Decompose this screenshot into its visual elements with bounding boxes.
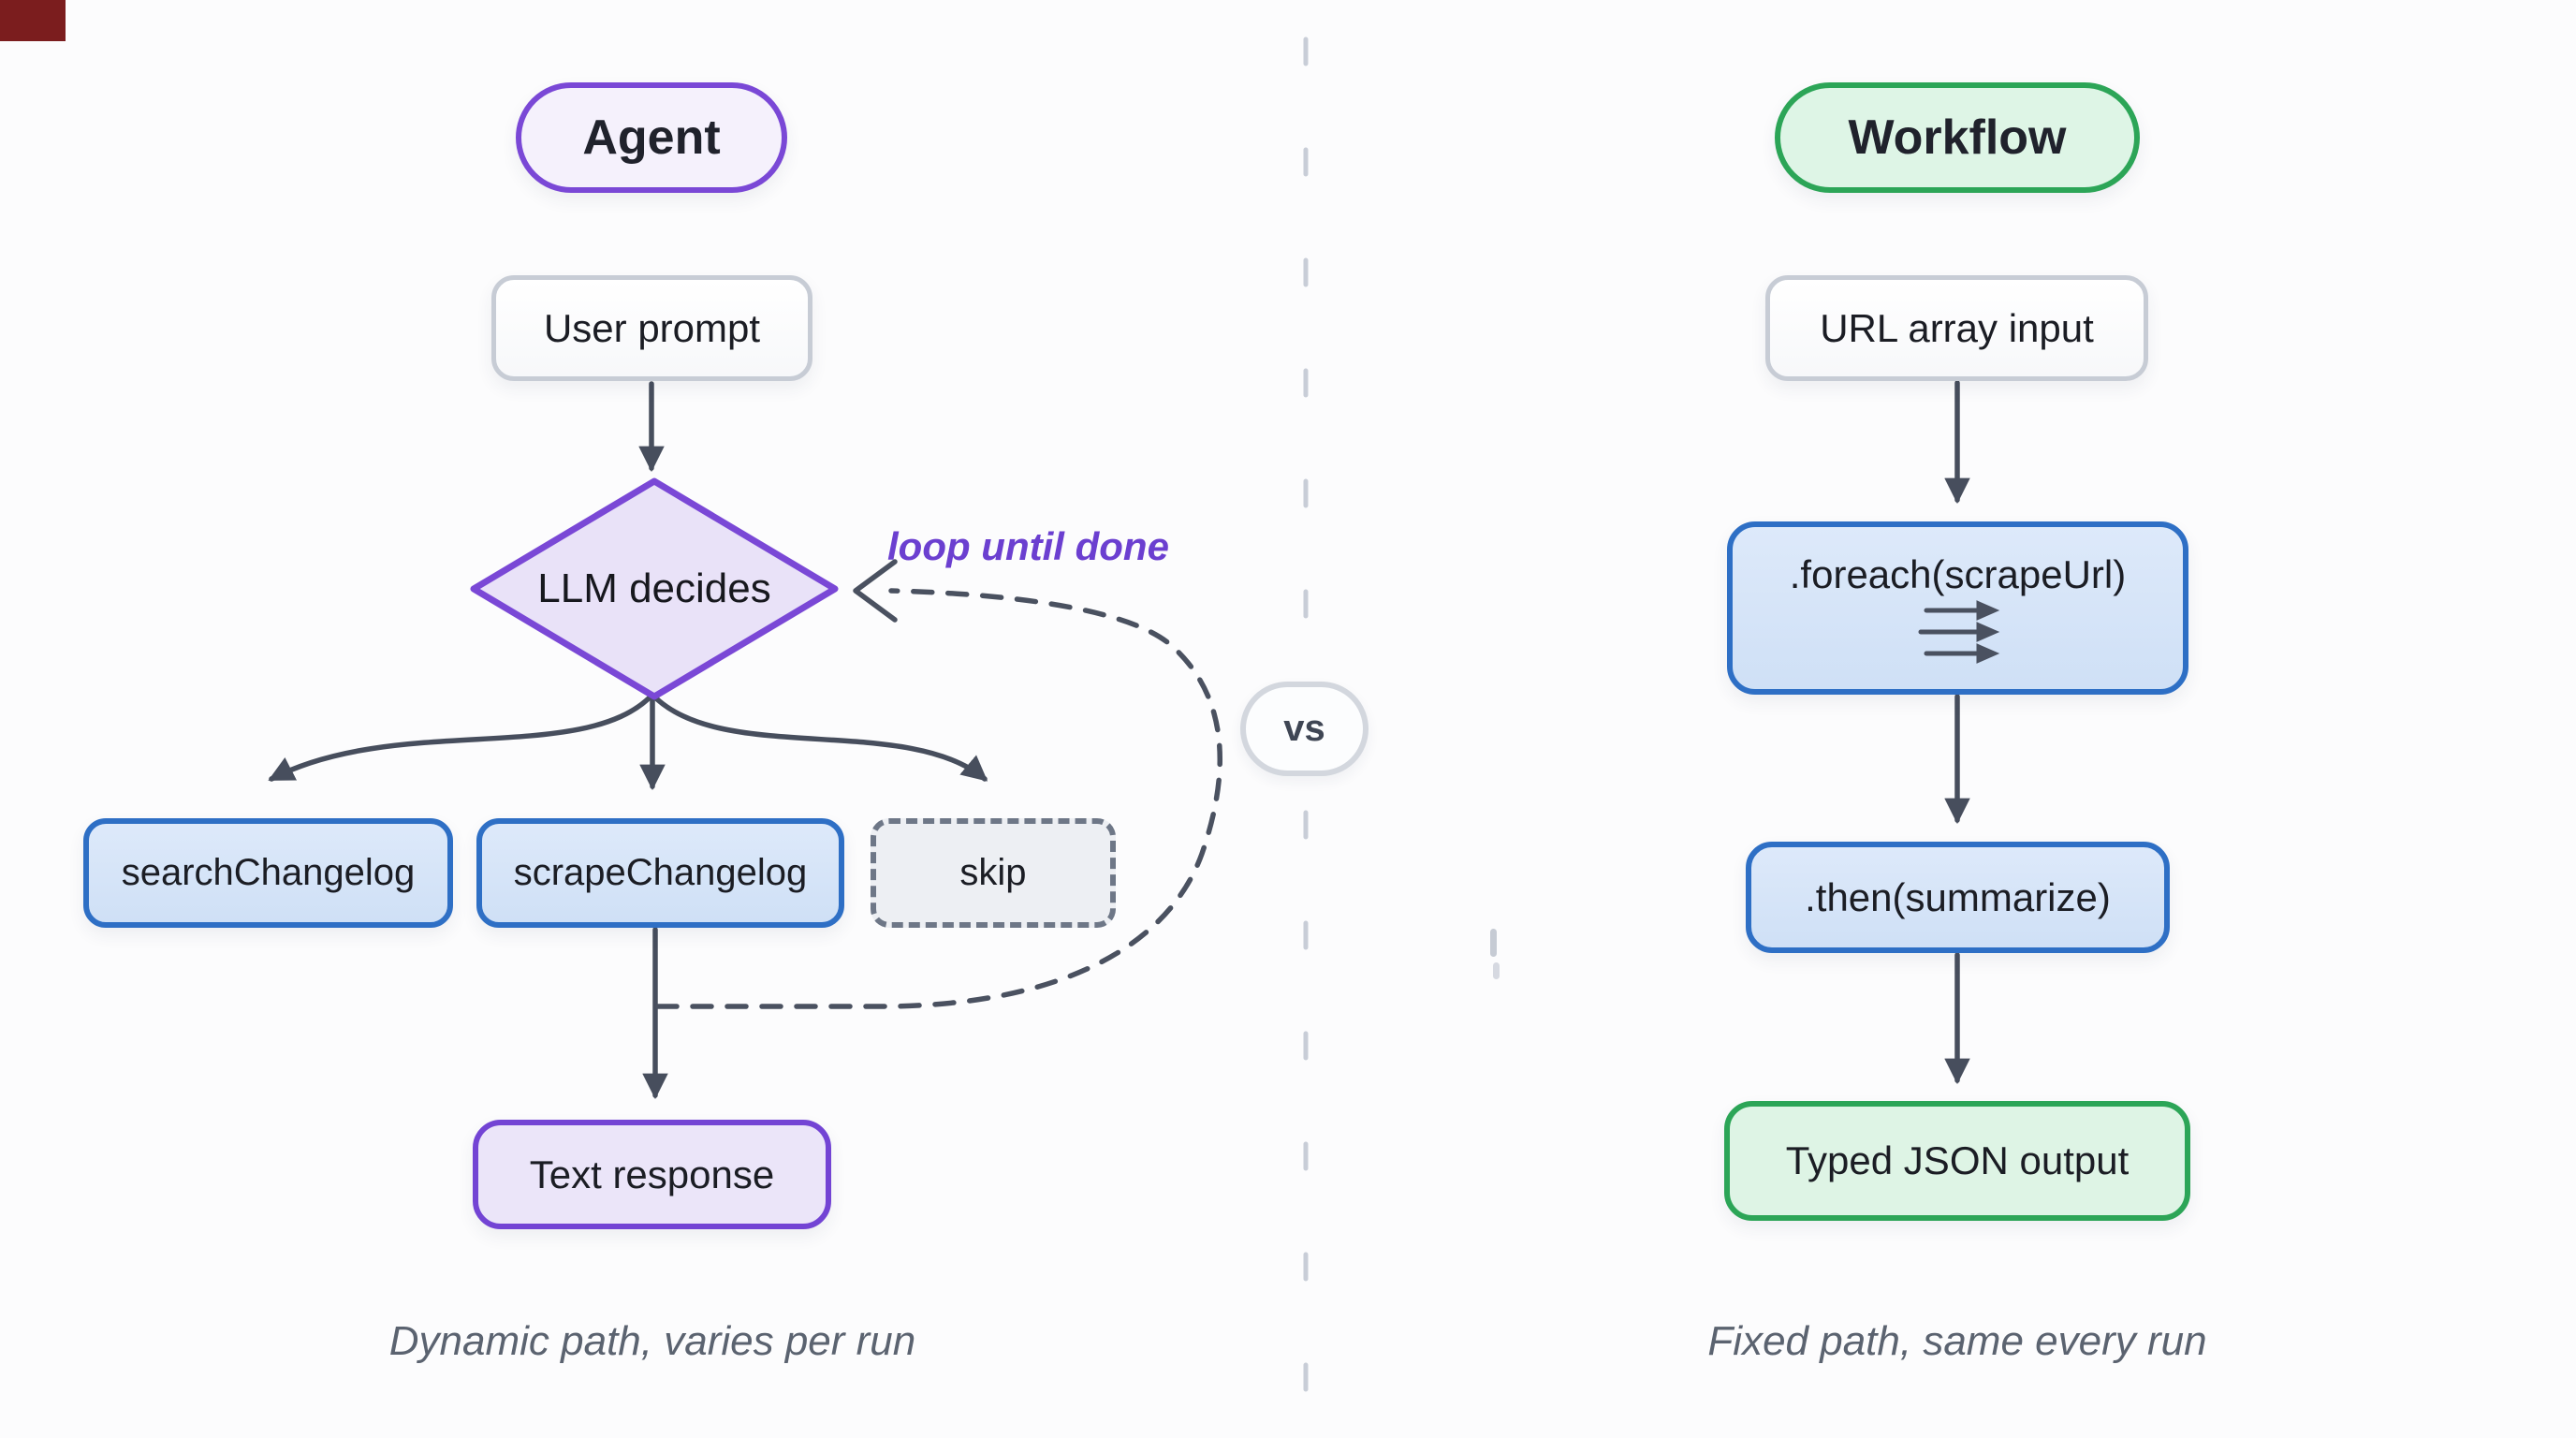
typed-json-output-node: Typed JSON output	[1724, 1101, 2190, 1221]
loop-arrow	[655, 588, 1222, 1009]
llm-decides-node: LLM decides	[466, 474, 842, 704]
skip-label: skip	[959, 852, 1027, 893]
foreach-label: .foreach(scrapeUrl)	[1789, 551, 2127, 596]
decision-diamond-shape	[470, 477, 839, 700]
skip-node: skip	[871, 818, 1116, 928]
workflow-title-pill: Workflow	[1775, 82, 2140, 193]
search-changelog-node: searchChangelog	[83, 818, 453, 928]
then-node: .then(summarize)	[1746, 842, 2170, 953]
arrow-decision-to-search	[268, 692, 655, 782]
stray-dash	[1493, 962, 1500, 979]
workflow-caption: Fixed path, same every run	[1707, 1318, 2207, 1364]
agent-title-label: Agent	[582, 110, 721, 165]
scrape-changelog-label: scrapeChangelog	[513, 852, 808, 893]
agent-title-pill: Agent	[516, 82, 787, 193]
search-changelog-label: searchChangelog	[121, 852, 416, 893]
user-prompt-label: User prompt	[543, 305, 761, 350]
stray-dash	[1490, 929, 1497, 957]
typed-json-output-label: Typed JSON output	[1785, 1138, 2130, 1182]
foreach-node: .foreach(scrapeUrl)	[1727, 521, 2188, 695]
vs-label: vs	[1283, 708, 1325, 749]
corner-mark	[0, 0, 66, 41]
parallel-arrows-icon	[1918, 599, 2000, 664]
user-prompt-node: User prompt	[491, 275, 812, 381]
scrape-changelog-node: scrapeChangelog	[476, 818, 844, 928]
vs-badge: vs	[1240, 682, 1368, 776]
arrow-decision-to-skip	[650, 692, 988, 782]
workflow-title-label: Workflow	[1848, 110, 2067, 165]
loop-until-done-label: loop until done	[887, 524, 1169, 568]
text-response-label: Text response	[529, 1152, 775, 1196]
agent-caption: Dynamic path, varies per run	[388, 1318, 916, 1364]
llm-decides-label: LLM decides	[537, 565, 771, 611]
url-array-input-node: URL array input	[1765, 275, 2148, 381]
text-response-node: Text response	[473, 1120, 831, 1229]
loop-arrowhead	[853, 559, 898, 623]
then-label: .then(summarize)	[1805, 874, 2111, 919]
url-array-input-label: URL array input	[1820, 305, 2094, 350]
